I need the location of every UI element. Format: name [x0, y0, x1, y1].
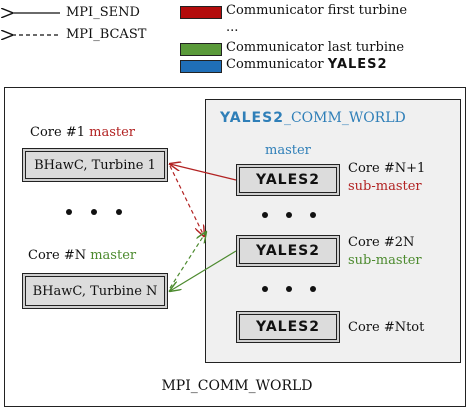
- turbine1-box-label: BHawC, Turbine 1: [25, 151, 165, 179]
- core-n1-label: Core #N+1: [348, 161, 426, 176]
- right-dot-1: [262, 212, 268, 218]
- yales2-master-role: master: [265, 143, 311, 158]
- first-turbine-swatch: [180, 6, 222, 19]
- core-ntot-label: Core #Ntot: [348, 320, 425, 335]
- right-dot-2: [286, 212, 292, 218]
- yales2-legend-logo: YALES2: [327, 57, 388, 72]
- core-2n-role: sub-master: [348, 253, 422, 268]
- legend-arrows: [0, 0, 60, 80]
- yales2-comm-world-title: YALES2_COMM_WORLD: [220, 110, 406, 126]
- coreN-role: master: [90, 248, 137, 263]
- send-legend-label: MPI_SEND: [66, 5, 140, 20]
- yales2-swatch: [180, 60, 222, 73]
- first-turbine-legend-label: Communicator first turbine: [226, 3, 408, 18]
- core-n1-role: sub-master: [348, 179, 422, 194]
- coreN-text: Core #N: [28, 248, 87, 263]
- yales2-legend-label: Communicator YALES2: [226, 57, 388, 72]
- bcast-legend-label: MPI_BCAST: [66, 27, 147, 42]
- mpi-comm-world-title: MPI_COMM_WORLD: [161, 378, 313, 394]
- right-dot-6: [310, 286, 316, 292]
- yales2-box-top-label: YALES2: [239, 167, 337, 193]
- yales2-legend-prefix: Communicator: [226, 57, 324, 72]
- yales2-title-logo: YALES2: [220, 110, 284, 126]
- bcast-arrow-turbine1: [169, 165, 204, 236]
- yales2-title-suffix: _COMM_WORLD: [283, 110, 406, 126]
- legend-ellipsis: ...: [226, 20, 239, 35]
- core1-text: Core #1: [30, 125, 85, 140]
- turbine1-box: BHawC, Turbine 1: [22, 148, 168, 182]
- right-dot-5: [286, 286, 292, 292]
- right-dot-3: [310, 212, 316, 218]
- core-2n-label: Core #2N: [348, 235, 415, 250]
- left-dot-1: [66, 209, 72, 215]
- turbineN-box: BHawC, Turbine N: [22, 273, 168, 309]
- core1-role: master: [89, 125, 136, 140]
- turbineN-box-label: BHawC, Turbine N: [25, 276, 165, 306]
- left-dot-2: [91, 209, 97, 215]
- yales2-box-mid: YALES2: [236, 235, 340, 267]
- yales2-box-mid-label: YALES2: [239, 238, 337, 264]
- yales2-box-bottom-label: YALES2: [239, 314, 337, 340]
- send-arrow-turbineN: [170, 250, 237, 291]
- core1-label: Core #1 master: [30, 125, 135, 140]
- send-arrow-turbine1: [170, 164, 237, 181]
- right-dot-4: [262, 286, 268, 292]
- yales2-box-bottom: YALES2: [236, 311, 340, 343]
- last-turbine-swatch: [180, 43, 222, 56]
- mpi-comm-world-box: [4, 87, 466, 407]
- coreN-label: Core #N master: [28, 248, 136, 263]
- yales2-box-top: YALES2: [236, 164, 340, 196]
- left-dot-3: [116, 209, 122, 215]
- last-turbine-legend-label: Communicator last turbine: [226, 40, 405, 55]
